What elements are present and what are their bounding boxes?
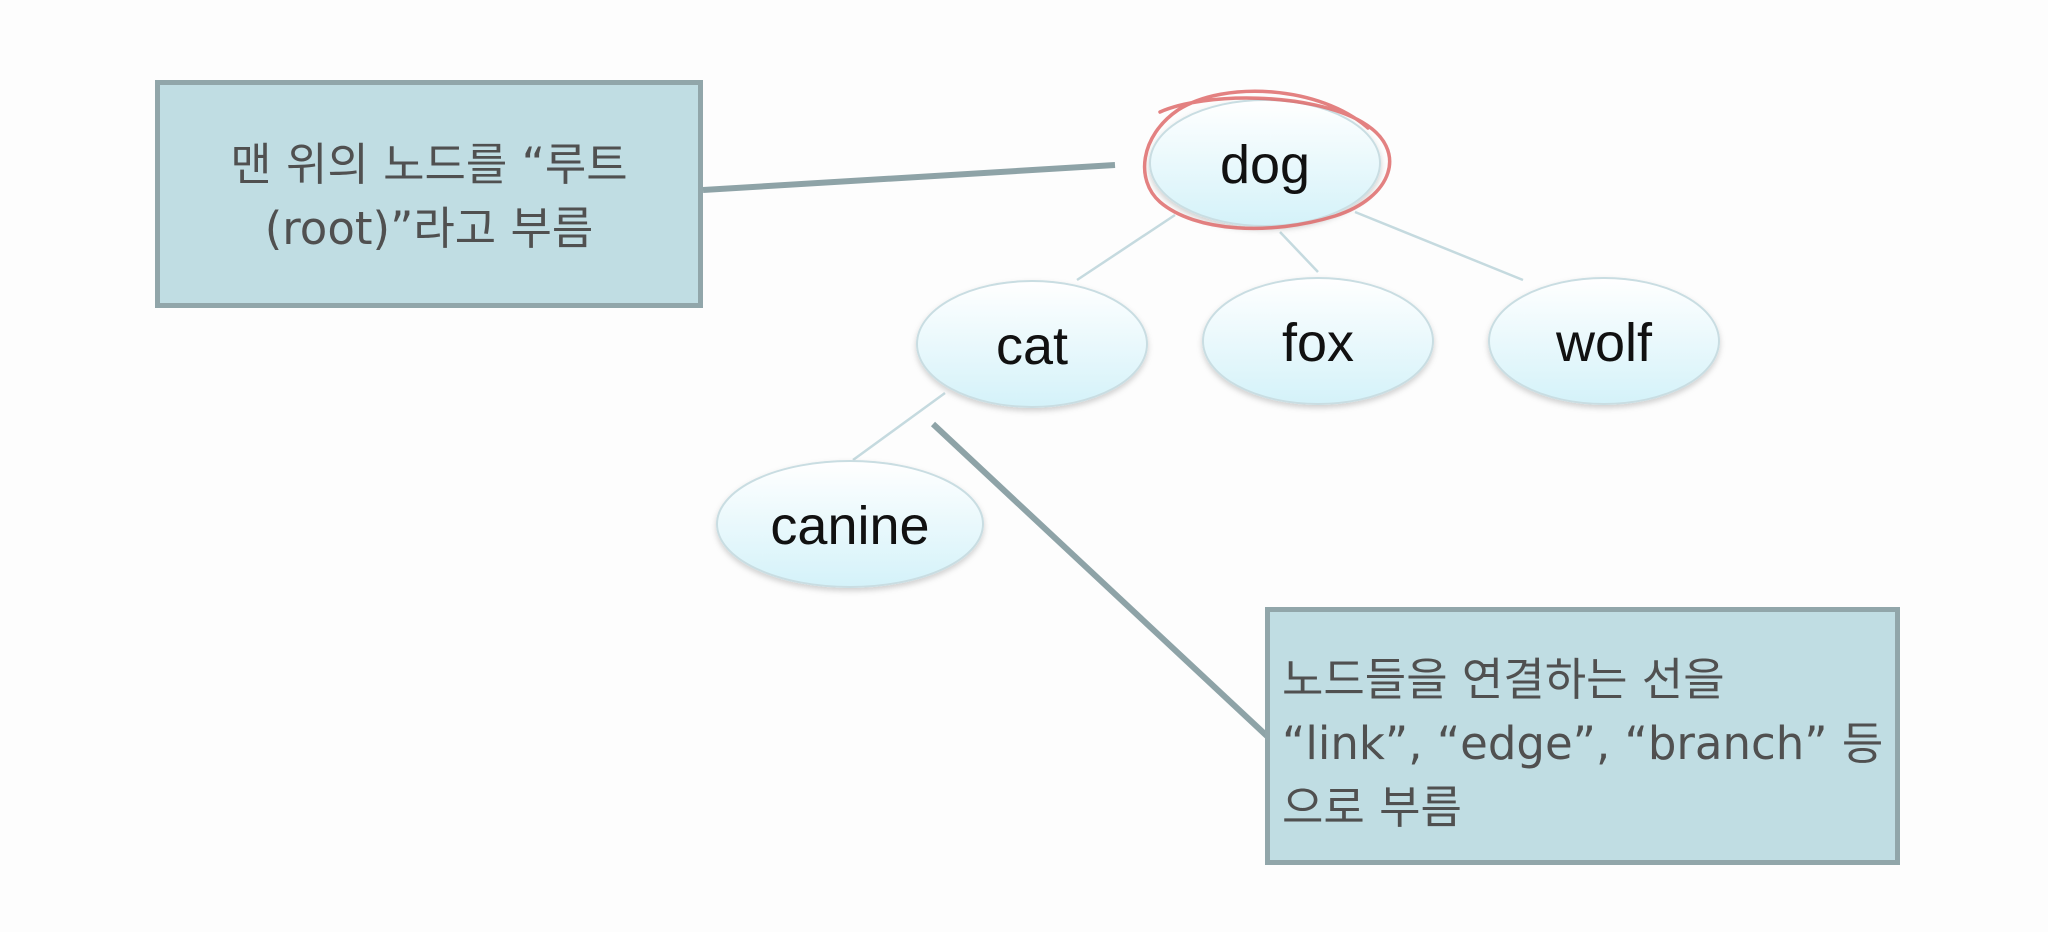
edge-dog-wolf bbox=[1354, 210, 1524, 282]
tree-node-cat: cat bbox=[916, 280, 1148, 408]
link-callout-connector bbox=[930, 421, 1271, 740]
callout-connectors bbox=[702, 162, 1271, 740]
edge-cat-canine bbox=[852, 391, 946, 462]
link-callout-line-1: 노드들을 연결하는 선을 bbox=[1282, 653, 1725, 706]
root-word: (root) bbox=[264, 202, 391, 255]
node-ellipse bbox=[1202, 277, 1434, 405]
node-ellipse bbox=[716, 460, 984, 588]
root-callout: 맨 위의 노드를 “루트 (root)”라고 부름 bbox=[155, 80, 703, 308]
node-label: canine bbox=[770, 496, 929, 556]
link-callout-line-2: “link”, “edge”, “branch” 등 bbox=[1282, 717, 1884, 770]
tree-edges bbox=[852, 210, 1524, 462]
tree-node-fox: fox bbox=[1202, 277, 1434, 405]
node-label: dog bbox=[1220, 135, 1310, 195]
tree-node-wolf: wolf bbox=[1488, 277, 1720, 405]
root-callout-line-1: 맨 위의 노드를 “루트 bbox=[230, 138, 628, 191]
node-label: wolf bbox=[1555, 313, 1653, 373]
root-callout-line-2-rest: ”라고 부름 bbox=[390, 202, 594, 255]
tree-node-dog: dog bbox=[1142, 89, 1392, 231]
node-ellipse bbox=[916, 280, 1148, 408]
root-callout-connector bbox=[702, 162, 1116, 193]
edge-dog-cat bbox=[1076, 213, 1176, 282]
tree-node-canine: canine bbox=[716, 460, 984, 588]
node-ellipse bbox=[1488, 277, 1720, 405]
root-highlight-circle bbox=[1142, 89, 1392, 231]
link-callout: 노드들을 연결하는 선을 “link”, “edge”, “branch” 등 … bbox=[1265, 607, 1900, 865]
root-callout-line-2: (root)”라고 부름 bbox=[160, 197, 698, 261]
node-label: fox bbox=[1282, 313, 1354, 373]
edge-dog-fox bbox=[1279, 231, 1319, 273]
node-label: cat bbox=[996, 316, 1068, 376]
link-callout-line-3: 으로 부름 bbox=[1282, 781, 1462, 834]
